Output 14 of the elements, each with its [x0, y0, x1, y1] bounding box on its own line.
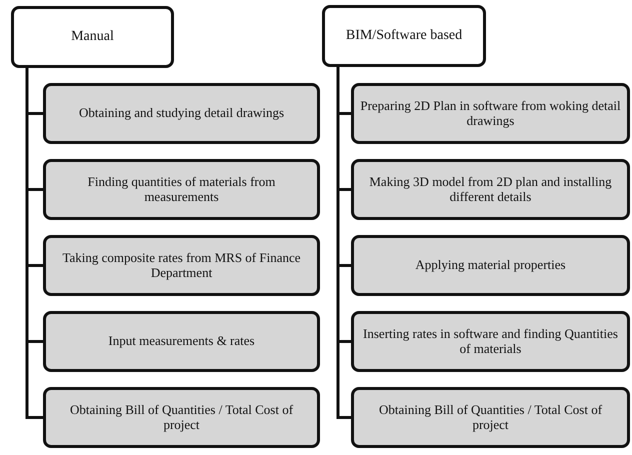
- step-box: Finding quantities of materials from measurements: [43, 159, 320, 220]
- category-box: BIM/Software based: [322, 5, 486, 67]
- step-box: Taking composite rates from MRS of Finance Department: [43, 235, 320, 296]
- step-box: Obtaining Bill of Quantities / Total Cost of project: [43, 387, 320, 448]
- step-box: Obtaining Bill of Quantities / Total Cost of project: [351, 387, 630, 448]
- step-box: Input measurements & rates: [43, 311, 320, 372]
- category-box: Manual: [11, 6, 174, 68]
- step-box: Applying material properties: [351, 235, 630, 296]
- step-box: Obtaining and studying detail drawings: [43, 83, 320, 144]
- step-box: Making 3D model from 2D plan and installing different details: [351, 159, 630, 220]
- step-box: Preparing 2D Plan in software from woking detail drawings: [351, 83, 630, 144]
- connector-line: [336, 67, 351, 419]
- step-box: Inserting rates in software and finding Quantities of materials: [351, 311, 630, 372]
- connector-line: [26, 68, 43, 419]
